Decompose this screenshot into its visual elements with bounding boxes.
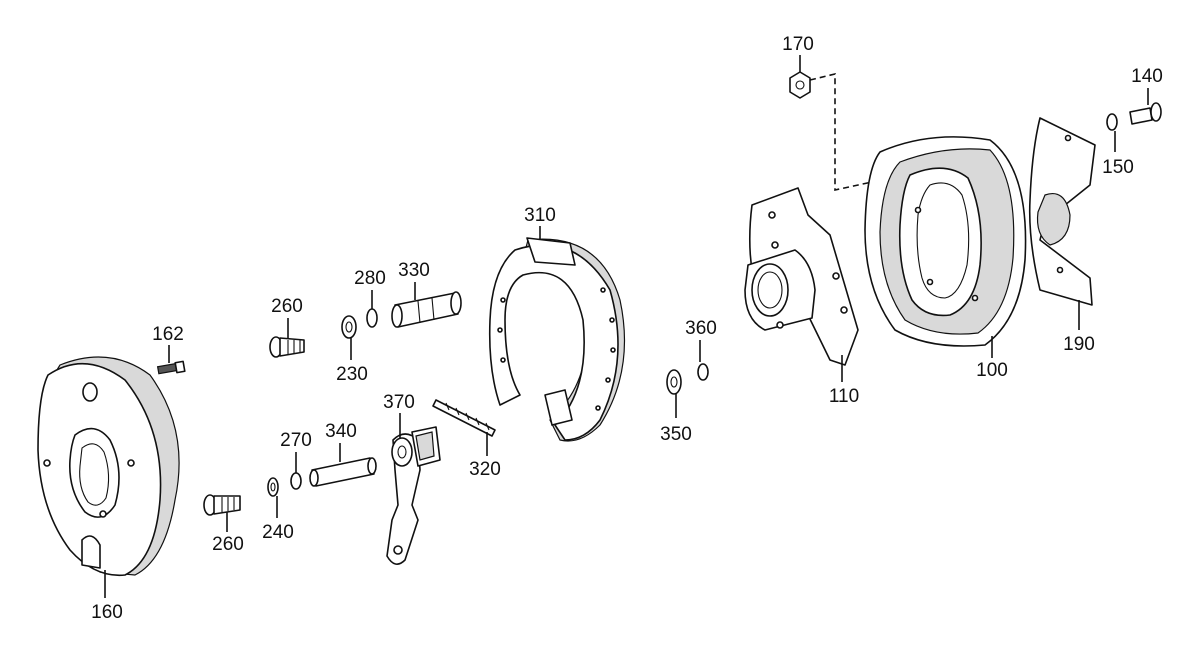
part-280-ring [366,308,378,328]
part-330-shaft [391,291,462,328]
part-190-dust-shield [1028,117,1096,306]
callout-190: 190 [1063,334,1095,355]
callout-110: 110 [829,386,859,407]
part-240-washer-hole [270,482,276,492]
part-140-bolt [1129,102,1162,125]
part-310-brake-shoes [488,237,626,442]
part-230-washer-hole [345,321,353,333]
callout-260-lower: 260 [212,534,244,555]
callout-140: 140 [1131,66,1163,87]
part-260-lower-bolt [203,494,241,516]
part-340-pin [309,457,377,487]
part-110-hub-flange [744,187,859,366]
part-162-bolt [156,360,186,375]
callout-150: 150 [1102,157,1134,178]
part-320-spring [432,399,496,437]
callout-160: 160 [91,602,123,623]
part-360-ring [697,363,709,381]
part-100-brake-drum [864,136,1027,347]
callout-350: 350 [660,424,692,445]
part-240-washer [267,477,279,497]
callout-330: 330 [398,260,430,281]
callout-320: 320 [469,459,501,480]
assembly-guide-line [809,72,873,191]
part-150-washer [1106,113,1118,131]
callout-310: 310 [524,205,556,226]
part-370-lever [386,426,441,565]
callout-100: 100 [976,360,1008,381]
part-170-nut [789,71,811,99]
callout-340: 340 [325,421,357,442]
callout-240: 240 [262,522,294,543]
part-350-washer [666,369,682,395]
callout-260-upper: 260 [271,296,303,317]
part-230-washer [341,315,357,339]
callout-162: 162 [152,324,184,345]
part-350-washer-hole [670,376,678,388]
callout-270: 270 [280,430,312,451]
callout-370: 370 [383,392,415,413]
callout-230: 230 [336,364,368,385]
callout-170: 170 [782,34,814,55]
callout-280: 280 [354,268,386,289]
part-270-ring [290,472,302,490]
part-160-backing-plate [37,356,180,577]
callout-360: 360 [685,318,717,339]
part-260-upper-bolt [269,336,305,358]
